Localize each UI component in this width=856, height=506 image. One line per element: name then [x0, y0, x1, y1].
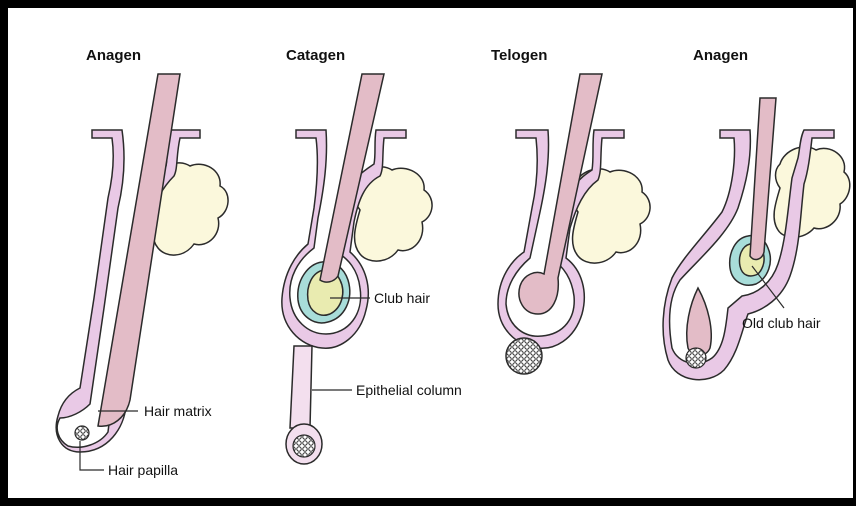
label-hair-papilla: Hair papilla	[108, 462, 178, 478]
hair-papilla	[75, 426, 89, 440]
stage-title-telogen: Telogen	[491, 47, 547, 64]
epithelial-column	[290, 346, 312, 428]
telogen-follicle	[498, 74, 650, 374]
hair-cycle-diagram: Anagen Catagen Telogen Anagen Hair matri…	[8, 8, 856, 506]
catagen-follicle	[282, 74, 432, 464]
stage-title-anagen-new: Anagen	[693, 47, 748, 64]
dermal-papilla	[293, 435, 315, 457]
label-old-club-hair: Old club hair	[742, 315, 821, 331]
dermal-papilla	[506, 338, 542, 374]
stage-title-catagen: Catagen	[286, 47, 345, 64]
label-hair-matrix: Hair matrix	[144, 403, 212, 419]
label-epithelial-column: Epithelial column	[356, 382, 462, 398]
new-anagen-follicle	[663, 98, 850, 380]
hair-shaft	[750, 98, 776, 259]
label-club-hair: Club hair	[374, 290, 430, 306]
dermal-papilla	[686, 348, 706, 368]
sebaceous-gland	[774, 147, 850, 237]
stage-title-anagen: Anagen	[86, 47, 141, 64]
new-hair-bulb	[687, 288, 712, 356]
